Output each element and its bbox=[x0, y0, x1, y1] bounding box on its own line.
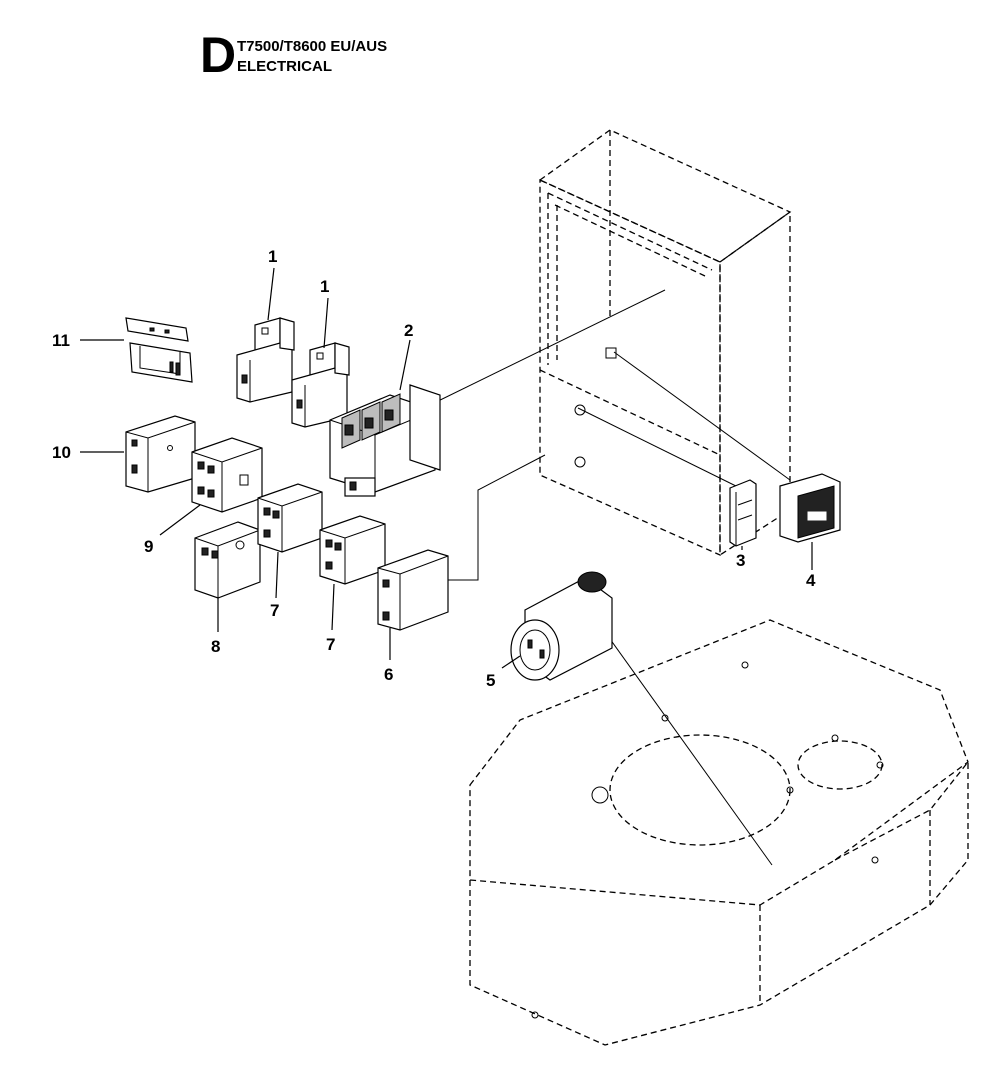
diagram-header: D T7500/T8600 EU/AUS ELECTRICAL bbox=[200, 30, 500, 90]
callout-2: 2 bbox=[404, 321, 413, 340]
callout-9: 9 bbox=[144, 537, 153, 556]
section-title: ELECTRICAL bbox=[237, 58, 332, 75]
callout-6: 6 bbox=[384, 665, 393, 684]
base-plate bbox=[469, 619, 969, 1046]
callout-leaders bbox=[80, 267, 813, 669]
callout-labels: 1 1 2 11 10 9 8 7 7 6 3 4 5 bbox=[52, 247, 816, 690]
part-8-overload-relay bbox=[194, 521, 261, 599]
part-1-circuit-breaker bbox=[291, 342, 350, 428]
part-5-power-inlet bbox=[510, 571, 613, 681]
part-7-contactor bbox=[257, 483, 323, 553]
section-letter: D bbox=[200, 27, 237, 83]
callout-1: 1 bbox=[320, 277, 329, 296]
callout-3: 3 bbox=[736, 551, 745, 570]
part-6-relay bbox=[377, 549, 449, 631]
part-9-contactor bbox=[191, 437, 263, 513]
part-3-switch bbox=[729, 479, 757, 547]
callout-7: 7 bbox=[326, 635, 335, 654]
model-title: T7500/T8600 EU/AUS bbox=[237, 38, 388, 55]
callout-11: 11 bbox=[52, 331, 70, 350]
part-1-circuit-breaker bbox=[236, 317, 295, 403]
part-11-terminal-strip bbox=[125, 317, 193, 383]
part-4-hour-meter bbox=[779, 473, 841, 543]
part-10-relay bbox=[125, 415, 196, 493]
callout-1: 1 bbox=[268, 247, 277, 266]
part-2-transformer bbox=[329, 384, 441, 497]
callout-8: 8 bbox=[211, 637, 220, 656]
callout-4: 4 bbox=[806, 571, 816, 590]
callout-10: 10 bbox=[52, 443, 71, 462]
callout-5: 5 bbox=[486, 671, 495, 690]
part-7-contactor bbox=[319, 515, 386, 585]
assembly-lines bbox=[429, 289, 791, 866]
callout-7: 7 bbox=[270, 601, 279, 620]
